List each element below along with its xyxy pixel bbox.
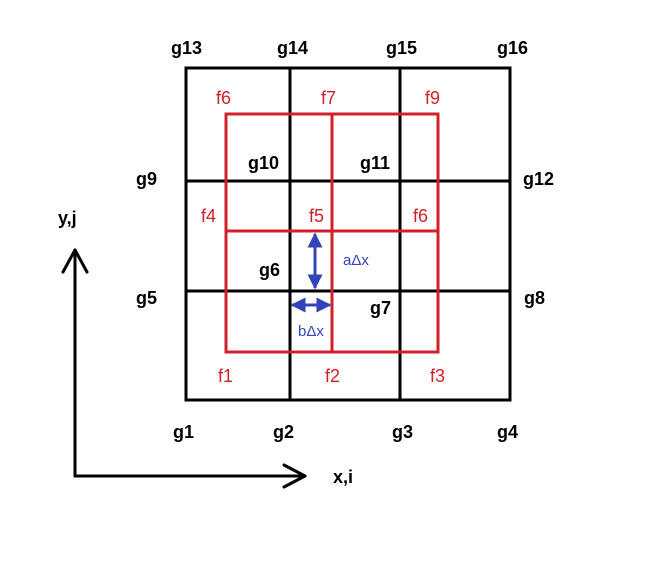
label-f9: f9: [425, 88, 440, 108]
label-g3: g3: [392, 422, 413, 442]
label-f1: f1: [218, 366, 233, 386]
label-b-offset: bΔx: [298, 323, 324, 340]
label-g6: g6: [259, 260, 280, 280]
coarse-grid: [184, 66, 512, 402]
label-a-offset: aΔx: [343, 252, 369, 269]
label-g12: g12: [523, 169, 554, 189]
label-g9: g9: [136, 169, 157, 189]
coarse-grid-border: [184, 66, 512, 402]
label-g16: g16: [497, 38, 528, 58]
x-axis-label: x,i: [333, 467, 353, 487]
label-g2: g2: [273, 422, 294, 442]
label-g10: g10: [248, 153, 279, 173]
label-f4: f4: [201, 206, 216, 226]
label-g15: g15: [386, 38, 417, 58]
label-f3: f3: [430, 366, 445, 386]
y-axis-label: y,j: [58, 208, 77, 228]
y-axis-arrowhead: [61, 248, 89, 274]
label-g7: g7: [370, 298, 391, 318]
label-g1: g1: [173, 422, 194, 442]
label-g14: g14: [277, 38, 308, 58]
label-f2: f2: [325, 366, 340, 386]
label-f6-right: f6: [413, 206, 428, 226]
offset-arrows: [290, 232, 332, 313]
label-g4: g4: [497, 422, 518, 442]
label-f6-top: f6: [216, 88, 231, 108]
coordinate-axes: [61, 248, 307, 489]
fine-grid: [224, 112, 440, 354]
label-g13: g13: [171, 38, 202, 58]
label-g8: g8: [524, 288, 545, 308]
label-f5: f5: [309, 206, 324, 226]
label-g11: g11: [360, 153, 390, 173]
label-g5: g5: [136, 288, 157, 308]
x-axis-arrowhead: [282, 463, 307, 489]
label-f7: f7: [321, 88, 336, 108]
